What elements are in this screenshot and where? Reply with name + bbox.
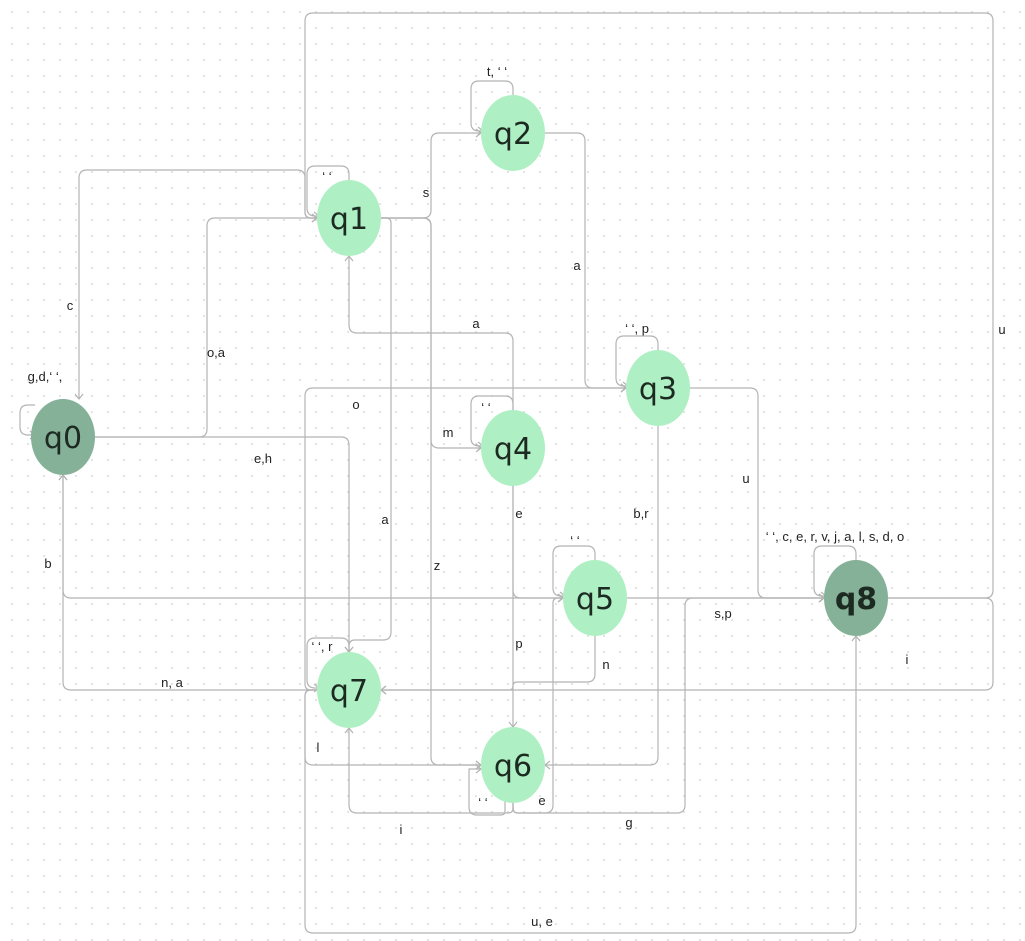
transition-q8-q8-label: ‘ ‘, c, e, r, v, j, a, l, s, d, o: [766, 529, 904, 544]
transition-q2-q3-label: a: [573, 258, 581, 273]
transition-q3-q3-loop: [615, 335, 659, 387]
transition-q3-q8-label: u: [742, 471, 749, 486]
state-q7[interactable]: q7: [317, 652, 381, 728]
transition-q1-q2-label: s: [423, 185, 430, 200]
transition-q5-q7-label: n: [602, 657, 609, 672]
transition-q0-q7-line: [95, 436, 350, 652]
state-q3[interactable]: q3: [626, 350, 690, 426]
transition-q8-q8-loop: [813, 545, 857, 597]
transition-q0-q7-label: e,h: [254, 451, 272, 466]
transition-q1-q2-line: [381, 132, 481, 219]
transition-q0-q1-label: o,a: [207, 345, 226, 360]
transition-q6-q8-label: g: [625, 815, 632, 830]
transition-q4-q4-label: ‘ ‘: [481, 400, 491, 415]
state-q6-label: q6: [494, 749, 532, 784]
state-q8[interactable]: q8: [824, 560, 888, 636]
transition-q0-q0-label: g,d,‘ ‘,: [28, 369, 63, 384]
transition-q1-q6-label: z: [434, 558, 441, 573]
transition-q7-q3-line: [304, 387, 626, 691]
transition-q8-q7-label: i: [906, 652, 909, 667]
transition-q1-q4-label: m: [443, 425, 454, 440]
transition-q5-q0-line: [62, 475, 563, 599]
transition-q4-q5-line: [512, 486, 563, 599]
transition-q6-q6-arrowhead: [475, 764, 482, 774]
state-q0-shape: [31, 399, 95, 475]
transition-q8-q7-line: [381, 597, 994, 691]
state-q3-shape: [626, 350, 690, 426]
state-q4-shape: [481, 410, 545, 486]
transition-q6-q6-label: ‘ ‘: [478, 795, 488, 810]
transition-q4-q1-label: a: [472, 316, 480, 331]
state-q7-shape: [317, 652, 381, 728]
state-q1[interactable]: q1: [317, 180, 381, 256]
transition-q2-q2-loop: [470, 80, 514, 132]
transition-q1-q7-line: [348, 217, 392, 652]
transition-q0-q0-loop: [19, 404, 35, 436]
transition-q5-q8-label: s,p: [714, 606, 731, 621]
state-q4-label: q4: [494, 432, 532, 467]
transition-q8-q1-line: [304, 12, 994, 599]
transition-q5-q5-loop: [552, 545, 596, 597]
transition-q1-q1-label: ‘ ‘: [322, 169, 332, 184]
transition-q7-q7-loop: [306, 637, 350, 689]
state-q2-shape: [481, 95, 545, 171]
transition-q1-q1-loop: [306, 165, 350, 217]
state-q5-shape: [563, 560, 627, 636]
state-q3-label: q3: [639, 372, 677, 407]
transition-edges: [19, 12, 994, 934]
transition-q1-q0-line: [78, 169, 317, 399]
transition-q7-q7-label: ‘ ‘, r: [312, 639, 334, 654]
transition-q7-q0-label: n, a: [161, 675, 183, 690]
transition-q7-q8-label: u, e: [531, 914, 553, 929]
state-q6[interactable]: q6: [481, 727, 545, 803]
state-q2[interactable]: q2: [481, 95, 545, 171]
state-q0[interactable]: q0: [31, 399, 95, 475]
state-q8-label: q8: [835, 582, 877, 617]
transition-q3-q8-line: [690, 387, 824, 599]
transition-q4-q6-label: p: [515, 636, 522, 651]
transition-q1-q6-line: [381, 217, 481, 766]
transition-q5-q5-label: ‘ ‘: [570, 533, 580, 548]
transition-q4-q1-line: [348, 256, 514, 410]
transition-q5-q0-label: b: [44, 556, 51, 571]
transition-q1-q7-label: a: [381, 512, 389, 527]
state-q6-shape: [481, 727, 545, 803]
transition-q7-q3-label: o: [352, 397, 359, 412]
state-q2-label: q2: [494, 117, 532, 152]
transition-q0-q1-line: [95, 217, 317, 438]
transition-q6-q8-line: [512, 597, 824, 814]
state-nodes: q0 q1 q2 q3 q4 q5 q6 q7 q8: [31, 95, 888, 803]
state-q5-label: q5: [576, 582, 614, 617]
transition-q7-q6-label: l: [317, 740, 320, 755]
transition-q2-q3-line: [545, 132, 626, 389]
transition-q6-q5-label: e: [538, 793, 545, 808]
state-q1-shape: [317, 180, 381, 256]
transition-q4-q5-label: e: [515, 506, 522, 521]
transition-q3-q6-label: b,r: [633, 506, 649, 521]
transition-q4-q4-loop: [470, 395, 514, 447]
transition-q8-q1-label: u: [998, 322, 1005, 337]
state-q8-shape: [824, 560, 888, 636]
state-q7-label: q7: [330, 674, 368, 709]
transition-labels: g,d,‘ ‘, o,a e,h c ‘ ‘ s m a z t, ‘ ‘ a ‘ ‘, p u b,r ‘…: [28, 64, 1006, 929]
transition-q2-q2-label: t, ‘ ‘: [487, 64, 507, 79]
state-q0-label: q0: [44, 421, 82, 456]
transition-q7-q0-line: [62, 475, 317, 691]
transition-q7-q8-line: [304, 636, 857, 934]
transition-q1-q0-label: c: [67, 298, 74, 313]
transition-q6-q7-label: i: [400, 822, 403, 837]
state-q5[interactable]: q5: [563, 560, 627, 636]
transition-q3-q3-label: ‘ ‘, p: [625, 321, 649, 336]
transition-q3-q6-line: [545, 426, 659, 766]
state-q1-label: q1: [330, 202, 368, 237]
transition-q5-q7-line: [381, 636, 596, 691]
state-q4[interactable]: q4: [481, 410, 545, 486]
transition-q1-q0-arrowhead: [74, 393, 84, 400]
